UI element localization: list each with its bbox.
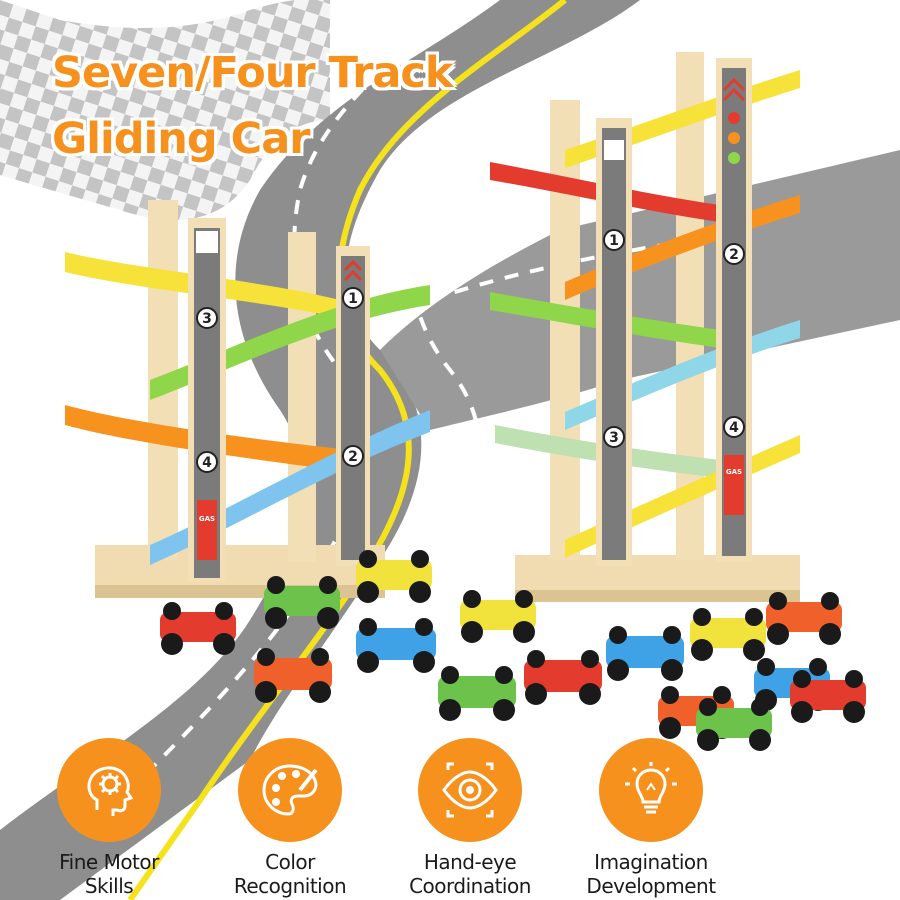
left-tower-number-3: 1 [348, 291, 358, 307]
palette-icon [262, 764, 318, 816]
feature-label: Color Recognition [200, 850, 380, 898]
feature-color-recognition: Color Recognition [200, 738, 380, 898]
four-track-toy: 3 4 1 2 GAS [65, 200, 430, 598]
toy-car [356, 618, 436, 673]
toy-car [254, 648, 332, 703]
toy-car [690, 608, 766, 661]
lightbulb-icon [625, 762, 677, 814]
left-tower-number-4: 2 [348, 449, 358, 465]
feature-badge [599, 738, 703, 842]
feature-label-line-2: Coordination [409, 874, 531, 898]
toy-car [264, 576, 340, 629]
left-gas-label: GAS [199, 515, 215, 523]
toy-car [160, 602, 236, 655]
feature-badge [418, 738, 522, 842]
feature-label: Hand-eye Coordination [380, 850, 560, 898]
feature-imagination-development: Imagination Development [561, 738, 741, 898]
feature-label-line-1: Hand-eye [423, 850, 517, 874]
right-tower-number-2: 3 [609, 430, 619, 446]
right-gas-label: GAS [726, 468, 742, 476]
feature-label: Fine Motor Skills [19, 850, 199, 898]
toy-car [696, 698, 772, 751]
eye-icon [442, 762, 498, 818]
toy-car [356, 550, 432, 603]
toy-car [790, 670, 866, 723]
left-tower-number-1: 3 [202, 311, 212, 327]
toy-car [606, 626, 684, 681]
feature-label-line-1: Fine Motor [59, 850, 159, 874]
product-title-line-2: Gliding Car [52, 114, 310, 164]
checkered-flag [0, 0, 330, 220]
feature-label-line-1: Imagination [594, 850, 708, 874]
feature-label-line-2: Recognition [233, 874, 347, 898]
feature-badge [238, 738, 342, 842]
feature-label: Imagination Development [561, 850, 741, 898]
feature-badge [57, 738, 161, 842]
feature-hand-eye-coordination: Hand-eye Coordination [380, 738, 560, 898]
right-tower-number-1: 1 [609, 233, 619, 249]
toy-car [460, 590, 536, 643]
toy-car [438, 666, 516, 721]
right-tower-number-3: 2 [729, 247, 739, 263]
product-title-line-1: Seven/Four Track [52, 48, 454, 98]
toy-cars [160, 550, 866, 751]
toy-car [766, 592, 842, 645]
right-tower-number-4: 4 [729, 420, 739, 436]
brain-gear-icon [87, 766, 134, 816]
toy-car [524, 650, 602, 705]
feature-label-line-2: Skills [84, 874, 134, 898]
feature-label-line-1: Color [265, 850, 315, 874]
left-tower-number-2: 4 [202, 455, 212, 471]
feature-fine-motor-skills: Fine Motor Skills [19, 738, 199, 898]
seven-track-toy: 1 3 2 4 GAS [490, 52, 800, 602]
feature-label-line-2: Development [586, 874, 716, 898]
